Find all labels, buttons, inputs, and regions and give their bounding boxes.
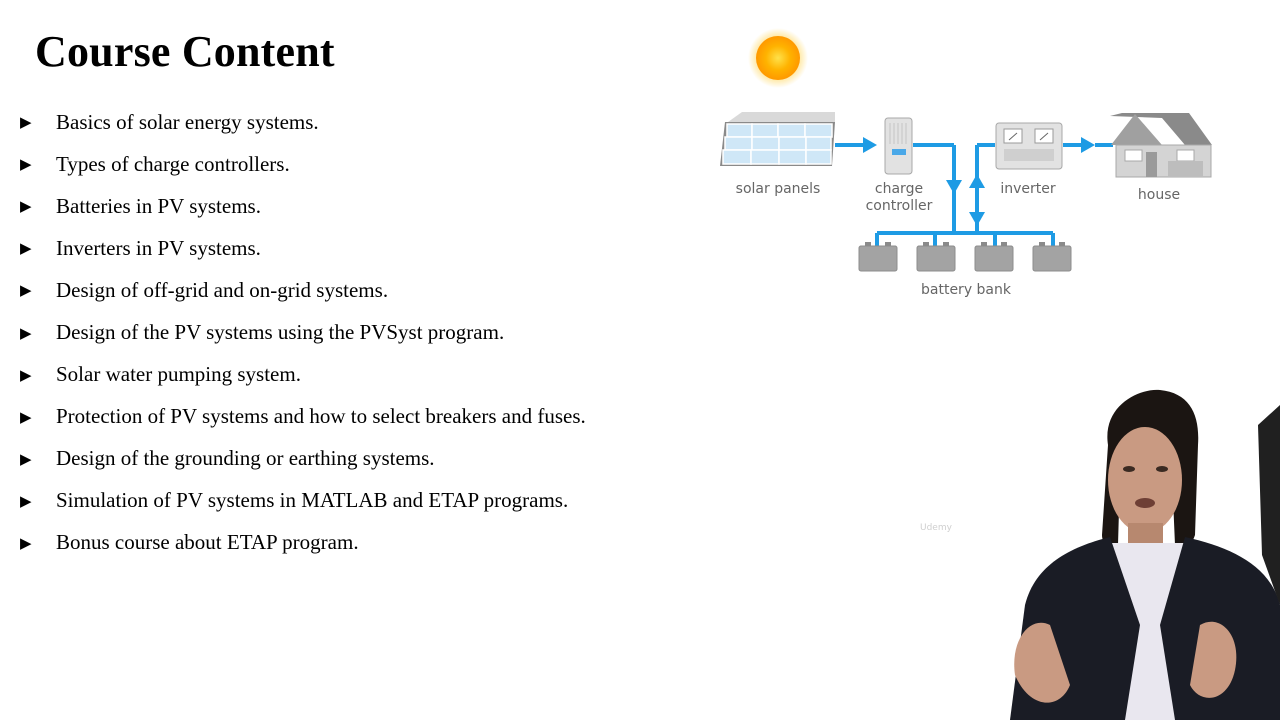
solar-panels-icon	[720, 112, 835, 166]
charge-label: charge	[875, 181, 923, 197]
course-content-list: ▶ Basics of solar energy systems. ▶ Types …	[20, 101, 586, 564]
list-item-text: Protection of PV systems and how to sele…	[56, 404, 586, 429]
list-item-text: Solar water pumping system.	[56, 362, 301, 387]
flow-arrows	[863, 137, 1095, 226]
solar-panels-label: solar panels	[736, 181, 821, 197]
list-item: ▶ Solar water pumping system.	[20, 354, 586, 396]
page-title: Course Content	[35, 27, 335, 76]
charge-controller-icon	[884, 117, 913, 175]
list-item: ▶ Design of off-grid and on-grid systems.	[20, 269, 586, 311]
house-label: house	[1138, 187, 1180, 203]
sun-icon	[748, 28, 808, 88]
bullet-arrow-icon: ▶	[20, 281, 32, 300]
inverter-icon	[995, 122, 1063, 170]
presenter-silhouette	[1010, 389, 1280, 720]
list-item-text: Batteries in PV systems.	[56, 193, 261, 218]
solar-system-diagram: solar panels charge controller	[720, 28, 1212, 298]
list-item-text: Bonus course about ETAP program.	[56, 530, 359, 555]
list-item-text: Design of off-grid and on-grid systems.	[56, 277, 389, 302]
list-item-text: Design of the PV systems using the PVSys…	[56, 320, 505, 345]
list-item: ▶ Basics of solar energy systems.	[20, 101, 586, 143]
inverter-label: inverter	[1000, 181, 1056, 197]
list-item: ▶ Design of the PV systems using the PVSy…	[20, 311, 586, 353]
controller-label: controller	[866, 198, 933, 214]
list-item-text: Design of the grounding or earthing syst…	[56, 446, 435, 471]
list-item: ▶ Types of charge controllers.	[20, 143, 586, 185]
list-item: ▶ Inverters in PV systems.	[20, 227, 586, 269]
list-item: ▶ Batteries in PV systems.	[20, 185, 586, 227]
list-item-text: Simulation of PV systems in MATLAB and E…	[56, 488, 569, 513]
bullet-arrow-icon: ▶	[20, 197, 32, 216]
battery-bank-icon	[858, 242, 1072, 272]
wiring	[835, 143, 1113, 246]
list-item-text: Types of charge controllers.	[56, 151, 290, 176]
list-item: ▶ Design of the grounding or earthing sys…	[20, 438, 586, 480]
bullet-arrow-icon: ▶	[20, 365, 32, 384]
list-item: ▶ Protection of PV systems and how to sel…	[20, 396, 586, 438]
bullet-arrow-icon: ▶	[20, 449, 32, 468]
bullet-arrow-icon: ▶	[20, 239, 32, 258]
bullet-arrow-icon: ▶	[20, 491, 32, 510]
battery-bank-label: battery bank	[921, 282, 1012, 298]
bullet-arrow-icon: ▶	[20, 113, 32, 132]
presenter-video	[1010, 389, 1280, 720]
list-item-text: Inverters in PV systems.	[56, 235, 261, 260]
list-item: ▶ Bonus course about ETAP program.	[20, 522, 586, 564]
list-item-text: Basics of solar energy systems.	[56, 109, 319, 134]
bullet-arrow-icon: ▶	[20, 407, 32, 426]
bullet-arrow-icon: ▶	[20, 155, 32, 174]
bullet-arrow-icon: ▶	[20, 533, 32, 552]
watermark: Udemy	[920, 523, 952, 533]
list-item: ▶ Simulation of PV systems in MATLAB and …	[20, 480, 586, 522]
bullet-arrow-icon: ▶	[20, 323, 32, 342]
house-icon	[1110, 113, 1212, 178]
